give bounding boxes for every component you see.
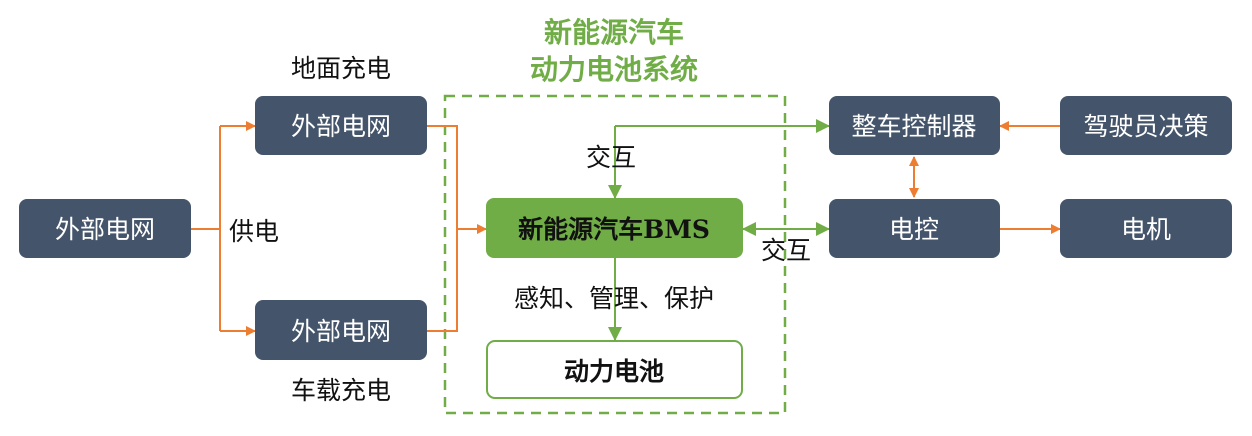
supply-label: 供电 <box>229 217 279 246</box>
battery-system-boundary <box>443 94 787 415</box>
system-title-line1: 新能源汽车 <box>544 16 684 49</box>
ground-charging-label: 地面充电 <box>291 54 391 83</box>
node-bms[interactable]: 新能源汽车BMS <box>486 198 743 258</box>
interact-vcu-label: 交互 <box>586 143 636 172</box>
onboard-charging-label: 车载充电 <box>291 376 391 405</box>
bms-functions-label: 感知、管理、保护 <box>514 284 714 313</box>
node-grid-ground[interactable]: 外部电网 <box>255 96 427 155</box>
interact-ctrl-label: 交互 <box>761 236 811 265</box>
motor-label: 电机 <box>1121 215 1171 244</box>
node-vcu[interactable]: 整车控制器 <box>829 96 1000 155</box>
power-connectors <box>191 121 1061 336</box>
node-motor[interactable]: 电机 <box>1060 199 1232 258</box>
vcu-label: 整车控制器 <box>851 112 976 141</box>
node-driver[interactable]: 驾驶员决策 <box>1060 96 1232 155</box>
node-grid-onboard[interactable]: 外部电网 <box>255 300 427 360</box>
node-motor-controller[interactable]: 电控 <box>829 199 1000 258</box>
node-battery[interactable]: 动力电池 <box>486 340 743 399</box>
signal-connectors <box>608 119 830 341</box>
driver-label: 驾驶员决策 <box>1083 112 1208 141</box>
bms-label: 新能源汽车BMS <box>518 215 710 244</box>
grid-onboard-label: 外部电网 <box>291 317 391 346</box>
motor-controller-label: 电控 <box>889 215 939 244</box>
grid-ground-label: 外部电网 <box>291 112 391 141</box>
battery-label: 动力电池 <box>564 357 664 386</box>
system-title-line2: 动力电池系统 <box>530 53 698 86</box>
node-grid-source[interactable]: 外部电网 <box>19 199 191 258</box>
grid-source-label: 外部电网 <box>55 215 155 244</box>
